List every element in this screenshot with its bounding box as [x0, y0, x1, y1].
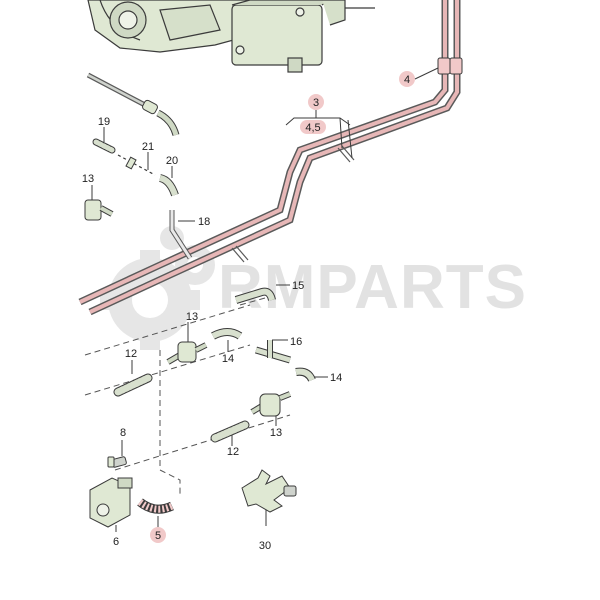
callout-13-top: 13 [82, 173, 94, 185]
part-14-hose-center [211, 328, 243, 352]
part-8-bolt [107, 440, 127, 468]
connectors-part-4 [437, 57, 463, 75]
part-13-valve-center [166, 322, 208, 365]
callout-4-5-marker [300, 120, 326, 134]
part-13-valve-left [84, 185, 114, 221]
engine-assembly [87, 0, 375, 73]
callout-3: 3 [313, 97, 319, 109]
callout-4-marker [399, 71, 415, 87]
part-21-clip [117, 152, 156, 176]
part-12-hose-lower [210, 420, 250, 446]
part-18-pipe [169, 210, 195, 260]
callout-12-lower: 12 [227, 446, 239, 458]
part-13-valve-right [250, 391, 292, 426]
callout-4-5: 4,5 [305, 122, 320, 134]
callout-6: 6 [113, 536, 119, 548]
callout-12-left: 12 [125, 348, 137, 360]
part-5-hose [137, 498, 174, 528]
part-30-bracket [241, 469, 297, 526]
part-6-solenoid [89, 477, 133, 532]
callout-5-marker [150, 527, 166, 543]
callout-16: 16 [290, 336, 302, 348]
callout-20: 20 [166, 155, 178, 167]
callout-19: 19 [98, 116, 110, 128]
watermark-text: RMPARTS [218, 253, 527, 322]
callout-14-center: 14 [222, 353, 234, 365]
callout-8: 8 [120, 427, 126, 439]
part-12-hose-left [113, 360, 153, 397]
part-15-elbow [234, 284, 290, 304]
part-16-tee [255, 339, 291, 364]
routing-dashed-lines [84, 297, 291, 495]
callout-bracket-3 [285, 110, 353, 159]
callout-4: 4 [404, 74, 410, 86]
callout-30: 30 [259, 540, 271, 552]
part-19-hose [92, 127, 116, 154]
callout-18: 18 [198, 216, 210, 228]
callout-13-center: 13 [186, 311, 198, 323]
callout-21: 21 [142, 141, 154, 153]
callout-15: 15 [292, 280, 304, 292]
callout-14-right: 14 [330, 372, 342, 384]
pipes-part-3 [78, 0, 461, 316]
part-14-hose-right [295, 367, 328, 382]
callout-5: 5 [155, 530, 161, 542]
leader-4 [414, 67, 439, 80]
vacuum-hose-upper [86, 72, 180, 137]
callout-3-marker [308, 94, 324, 110]
part-20-elbow [158, 166, 179, 197]
callout-13-right: 13 [270, 427, 282, 439]
